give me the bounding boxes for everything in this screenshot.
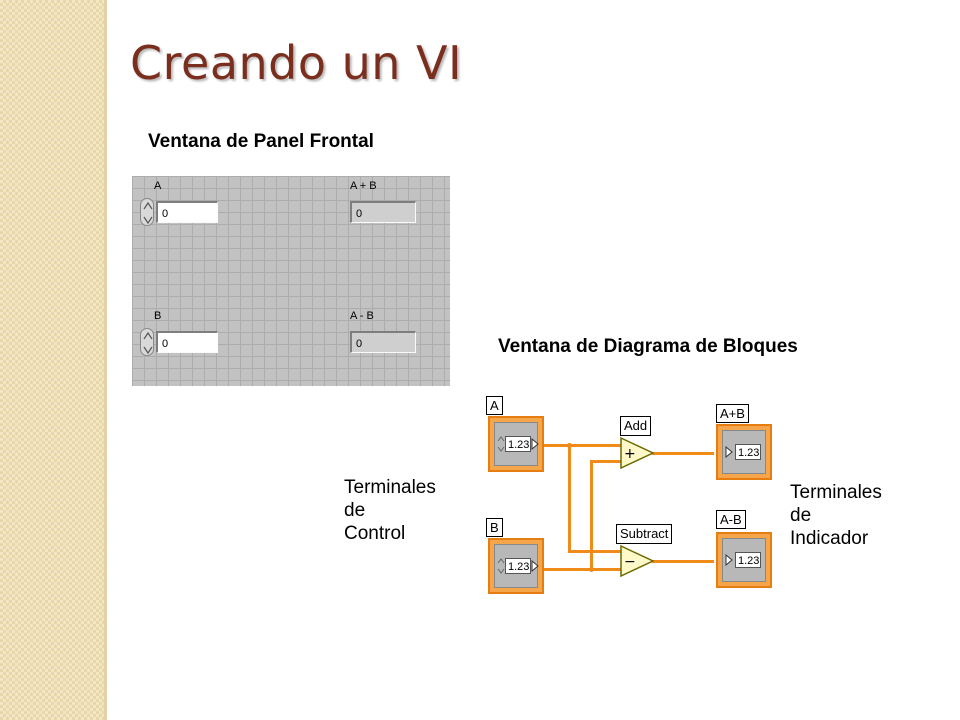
input-arrow-icon [725, 554, 733, 566]
control-note-line-3: Control [344, 523, 406, 544]
indicator-a-plus-b-label: A + B [350, 180, 377, 192]
control-a-increment-decrement-icon[interactable] [140, 198, 154, 226]
terminal-a-type: 1.23 [505, 436, 531, 452]
front-panel-window: A 0 A + B 0 B 0 A - B 0 [132, 176, 450, 386]
stripe-edge [104, 0, 107, 720]
wire-a-branch-down[interactable] [568, 444, 571, 552]
output-arrow-icon [531, 438, 539, 450]
wire-b-to-add[interactable] [590, 460, 622, 463]
block-diagram-heading: Ventana de Diagrama de Bloques [498, 336, 798, 357]
indicator-terminals-note: Terminales de Indicador [790, 481, 882, 550]
control-b-numeric-field[interactable]: 0 [156, 331, 218, 353]
control-note-line-2: de [344, 500, 366, 521]
spin-arrows-icon [497, 558, 505, 574]
subtract-function-label: Subtract [616, 524, 673, 544]
spin-arrows-icon [497, 436, 505, 452]
wire-a-to-add[interactable] [544, 444, 622, 447]
indicator-a-minus-b-label: A - B [350, 310, 374, 322]
control-terminal-a[interactable]: 1.23 [488, 416, 544, 472]
wire-subtract-to-a-minus-b[interactable] [652, 560, 714, 563]
wire-add-to-a-plus-b[interactable] [652, 452, 714, 455]
wire-junction-b [589, 567, 594, 572]
control-b-label: B [154, 310, 162, 322]
terminal-b-label: B [486, 518, 503, 537]
wire-b-to-subtract[interactable] [544, 568, 622, 571]
add-function-label: Add [620, 416, 652, 436]
block-diagram-window: A 1.23 B 1.23 Add + Subtract − A+B 1.23 [480, 390, 780, 605]
indicator-note-line-1: Terminales [790, 482, 882, 503]
terminal-a-plus-b-type: 1.23 [735, 444, 761, 460]
input-arrow-icon [725, 446, 733, 458]
indicator-note-line-3: Indicador [790, 528, 869, 549]
indicator-a-minus-b-display: 0 [350, 331, 416, 353]
terminal-a-plus-b-label: A+B [716, 404, 749, 423]
terminal-a-label: A [486, 396, 503, 415]
indicator-terminal-a-plus-b[interactable]: 1.23 [716, 424, 772, 480]
indicator-note-line-2: de [790, 505, 812, 526]
control-terminal-b[interactable]: 1.23 [488, 538, 544, 594]
subtract-symbol: − [624, 554, 636, 570]
front-panel-heading: Ventana de Panel Frontal [148, 131, 374, 152]
control-b-increment-decrement-icon[interactable] [140, 328, 154, 356]
control-terminals-note: Terminales de Control [344, 476, 436, 545]
wire-junction-a [567, 443, 572, 448]
wire-b-branch-up[interactable] [590, 460, 593, 570]
terminal-b-type: 1.23 [505, 558, 531, 574]
terminal-a-minus-b-type: 1.23 [735, 552, 761, 568]
indicator-terminal-a-minus-b[interactable]: 1.23 [716, 532, 772, 588]
control-note-line-1: Terminales [344, 477, 436, 498]
subtract-function-icon[interactable]: − [620, 545, 654, 577]
wire-a-to-subtract[interactable] [568, 550, 622, 553]
control-a-numeric-field[interactable]: 0 [156, 201, 218, 223]
control-a-label: A [154, 180, 162, 192]
add-symbol: + [624, 446, 636, 462]
add-function-icon[interactable]: + [620, 437, 654, 469]
output-arrow-icon [531, 560, 539, 572]
slide-title: Creando un VI [130, 36, 463, 90]
indicator-a-plus-b-display: 0 [350, 201, 416, 223]
terminal-a-minus-b-label: A-B [716, 510, 746, 529]
decorative-side-stripe [0, 0, 104, 720]
